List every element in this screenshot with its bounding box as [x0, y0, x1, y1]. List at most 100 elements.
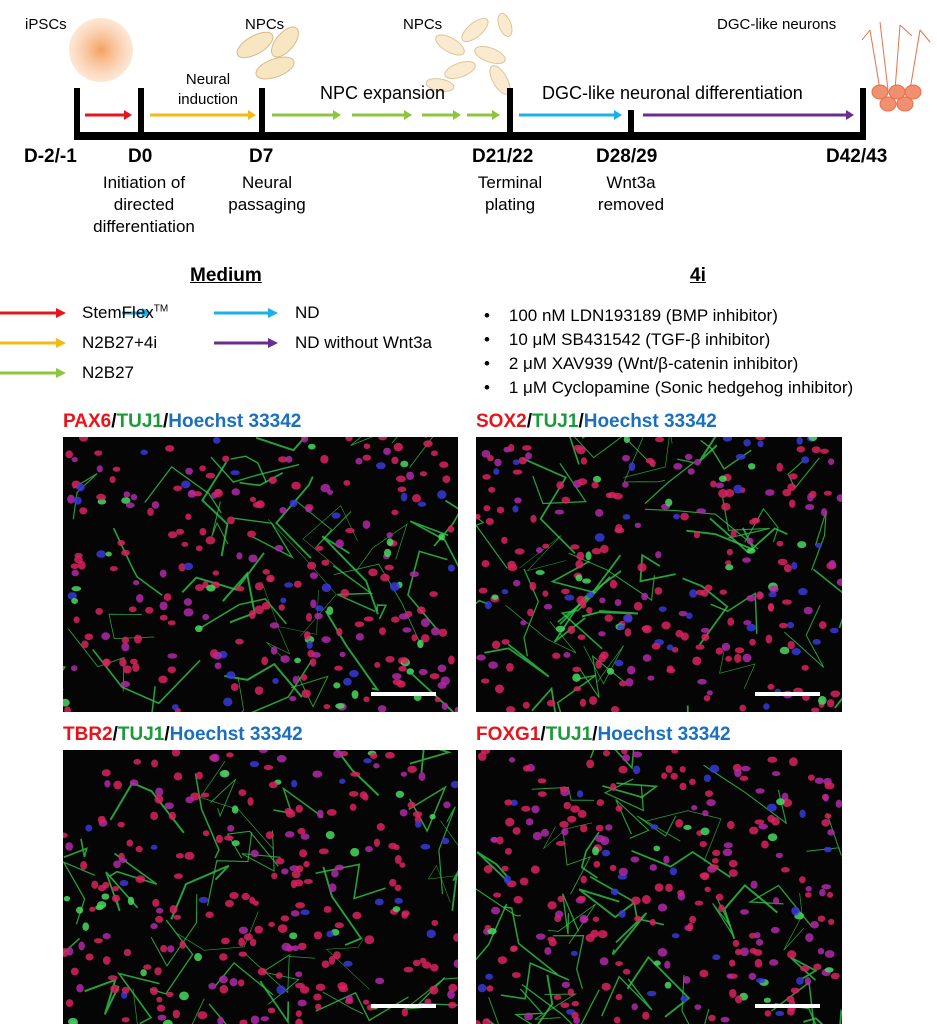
nucleus [219, 953, 228, 961]
nucleus [338, 985, 349, 993]
nucleus [789, 757, 798, 767]
nucleus [135, 875, 146, 883]
nucleus [416, 606, 426, 615]
nucleus [403, 966, 414, 973]
nucleus [828, 458, 835, 466]
nucleus [821, 508, 828, 517]
nucleus [613, 493, 623, 500]
nucleus [374, 898, 384, 906]
neurite [531, 786, 595, 801]
nucleus [301, 689, 311, 698]
nucleus [595, 824, 604, 832]
npc-cluster-icon [425, 13, 513, 95]
nucleus [271, 872, 278, 880]
nucleus [150, 844, 158, 850]
neurite [710, 592, 758, 634]
nucleus [344, 998, 354, 1005]
neurite [92, 649, 201, 705]
nucleus [610, 783, 617, 791]
nucleus [104, 780, 111, 788]
nucleus [725, 655, 732, 662]
nucleus [573, 686, 582, 692]
neurite [273, 786, 324, 818]
nucleus [768, 591, 777, 598]
dgc-neurons-icon [861, 21, 931, 112]
nucleus [564, 594, 575, 601]
nucleus [289, 499, 298, 508]
neurite [646, 810, 722, 862]
nucleus [694, 458, 701, 466]
nucleus [625, 678, 634, 687]
day-d0: D0 [128, 146, 153, 167]
nucleus [453, 959, 458, 968]
legend-n2b27: N2B27 [82, 363, 134, 382]
nucleus [610, 888, 619, 896]
nucleus [746, 595, 756, 602]
neurite [602, 782, 659, 799]
note-line: passaging [228, 195, 306, 214]
neurite [109, 781, 185, 834]
neurite [700, 439, 752, 470]
nucleus [521, 805, 531, 812]
nucleus [394, 855, 402, 864]
nucleus [483, 505, 491, 512]
nucleus [710, 480, 717, 488]
nucleus [422, 961, 432, 969]
nucleus [753, 949, 763, 956]
nucleus [328, 955, 336, 965]
nucleus [377, 705, 387, 712]
nucleus [249, 496, 257, 502]
nucleus [321, 960, 330, 969]
nucleus [343, 960, 353, 967]
nucleus [746, 537, 754, 545]
nucleus [501, 589, 509, 595]
inhibitors-title: 4i [690, 265, 706, 286]
nucleus [81, 640, 89, 649]
nucleus [491, 594, 499, 600]
neurite [177, 911, 259, 951]
nucleus [78, 437, 89, 442]
nucleus [289, 695, 297, 702]
nucleus [239, 1019, 248, 1024]
nucleus [771, 771, 781, 777]
inhibitor-text: 100 nM LDN193189 (BMP inhibitor) [508, 306, 778, 325]
nucleus [184, 851, 195, 860]
legend-arrow-nd-no-wnt [214, 338, 278, 348]
nucleus [101, 632, 111, 641]
nucleus [340, 588, 350, 598]
nucleus [763, 997, 771, 1003]
nucleus [553, 994, 562, 1000]
nucleus [767, 603, 774, 612]
nucleus [117, 821, 125, 828]
neurite [601, 975, 653, 1017]
nucleus [700, 627, 710, 633]
nucleus [476, 513, 481, 520]
neurite [686, 705, 689, 712]
nucleus [401, 911, 409, 919]
nucleus [642, 895, 651, 904]
nucleus [686, 612, 693, 620]
nucleus [482, 1018, 491, 1024]
nucleus [284, 831, 295, 838]
nucleus [514, 497, 522, 504]
nucleus [586, 607, 593, 614]
nucleus [157, 1014, 167, 1021]
nucleus [622, 454, 630, 462]
nucleus [417, 639, 424, 649]
nucleus [602, 750, 610, 757]
nucleus [379, 627, 386, 636]
nucleus [567, 815, 577, 823]
nucleus [576, 595, 586, 605]
nucleus [321, 636, 331, 643]
nucleus [601, 982, 611, 991]
nucleus [512, 505, 519, 513]
nucleus [661, 772, 668, 780]
nucleus [820, 448, 829, 454]
nucleus [314, 545, 324, 551]
legend-arrow-n2b27-4i [0, 338, 66, 348]
hoechst-label: Hoechst 33342 [168, 411, 302, 432]
nucleus [609, 579, 618, 589]
nucleus [677, 892, 686, 901]
nucleus [697, 678, 707, 685]
nucleus [438, 628, 448, 637]
